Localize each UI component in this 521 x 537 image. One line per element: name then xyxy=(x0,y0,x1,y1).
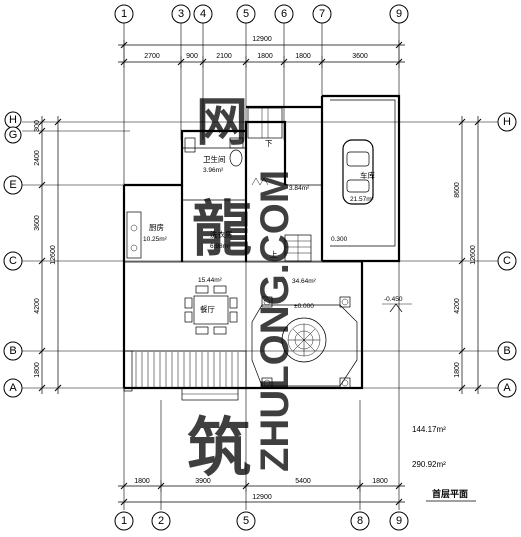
watermark-text: ZHULONG.COM xyxy=(253,170,297,472)
dim-left-4: 4200 xyxy=(34,298,41,314)
axis-label: H xyxy=(9,114,17,126)
axis-label: 1 xyxy=(121,515,127,527)
dim-left-total: 12600 xyxy=(50,245,57,265)
axis-label: 5 xyxy=(243,8,249,20)
axis-label: A xyxy=(503,382,511,394)
room-label-kitchen: 厨房 xyxy=(149,222,164,232)
dim-top-1: 2700 xyxy=(144,53,160,60)
axis-label: A xyxy=(9,382,17,394)
axis-bubbles-left: H G E C B A xyxy=(3,111,23,398)
axis-label: H xyxy=(503,116,511,128)
axis-bubbles-bottom: 1 2 5 8 9 xyxy=(114,511,409,531)
dim-left-1: 300 xyxy=(34,120,41,132)
dim-top-2: 900 xyxy=(186,53,198,60)
axis-label: 9 xyxy=(396,515,402,527)
room-label-laundry: 洗衣房 xyxy=(210,229,233,239)
dim-bottom-1: 1800 xyxy=(134,478,150,485)
dimension-lines xyxy=(38,40,482,506)
dim-left-5: 1800 xyxy=(34,362,41,378)
dim-right-total: 12600 xyxy=(470,245,477,265)
dim-bottom-4: 1800 xyxy=(372,478,388,485)
terrace xyxy=(123,350,247,401)
dim-top-3: 2100 xyxy=(216,53,232,60)
area-note-ground: 144.17m² xyxy=(412,425,446,434)
area-dining: 15.44m² xyxy=(198,277,223,284)
axis-label: 3 xyxy=(178,8,184,20)
level-markers xyxy=(382,303,412,313)
dining-table xyxy=(184,285,238,335)
level-outdoor: -0.450 xyxy=(384,296,403,303)
axis-label: 5 xyxy=(243,515,249,527)
level-indoor: ±0.000 xyxy=(294,303,314,310)
area-living: 34.64m² xyxy=(292,278,317,285)
stair-down-label: 下 xyxy=(265,139,273,148)
dim-bottom-total: 12900 xyxy=(252,494,272,501)
watermark: 筑 龍 网 ZHULONG.COM xyxy=(187,94,297,484)
area-note-total: 290.92m² xyxy=(412,460,446,469)
dim-right-1: 8600 xyxy=(454,182,461,198)
area-bath: 3.96m² xyxy=(203,167,224,174)
area-kitchen: 10.25m² xyxy=(143,236,168,243)
axis-bubbles-right: H C B A xyxy=(497,112,517,398)
axis-bubbles-top: 1 3 4 5 6 7 9 xyxy=(114,4,409,24)
dim-left-3: 3600 xyxy=(34,215,41,231)
axis-label: C xyxy=(9,255,17,267)
level-garage: 0.300 xyxy=(331,236,348,243)
dim-left-2: 2400 xyxy=(34,150,41,166)
room-label-garage: 车库 xyxy=(360,170,375,180)
axis-label: G xyxy=(9,129,18,141)
dim-right-3: 1800 xyxy=(454,362,461,378)
dim-top-4: 1800 xyxy=(257,53,273,60)
room-label-bath: 卫生间 xyxy=(203,154,226,164)
dim-bottom-2: 3900 xyxy=(195,478,211,485)
car-icon xyxy=(342,139,374,205)
axis-label: 9 xyxy=(396,8,402,20)
living-room-feature xyxy=(251,296,358,389)
watermark-char-2: 龍 xyxy=(192,196,252,263)
axis-label: 8 xyxy=(357,515,363,527)
axis-label: 1 xyxy=(121,8,127,20)
grid-lines xyxy=(22,22,498,510)
area-small-room: 3.84m² xyxy=(289,185,310,192)
axis-label: 6 xyxy=(281,8,287,20)
watermark-char-3: 网 xyxy=(196,94,248,152)
room-label-dining: 餐厅 xyxy=(200,305,215,314)
dim-top-5: 1800 xyxy=(295,53,311,60)
axis-label: B xyxy=(9,345,16,357)
axis-label: E xyxy=(9,179,16,191)
axis-label: 7 xyxy=(319,8,325,20)
axis-label: B xyxy=(503,345,510,357)
area-laundry: 6.98m² xyxy=(210,243,231,250)
axis-label: C xyxy=(503,255,511,267)
stair-up-label: 上 xyxy=(270,250,278,259)
dim-top-total: 12900 xyxy=(252,36,272,43)
watermark-char-1: 筑 xyxy=(187,412,251,484)
axis-label: 4 xyxy=(200,8,206,20)
stair-hall xyxy=(247,107,312,262)
dim-right-2: 4200 xyxy=(454,298,461,314)
dim-top-6: 3600 xyxy=(352,53,368,60)
axis-label: 2 xyxy=(158,515,164,527)
plan-title: 首层平面 xyxy=(432,488,468,499)
area-garage: 21.57m² xyxy=(350,196,375,203)
dim-bottom-3: 5400 xyxy=(295,478,311,485)
